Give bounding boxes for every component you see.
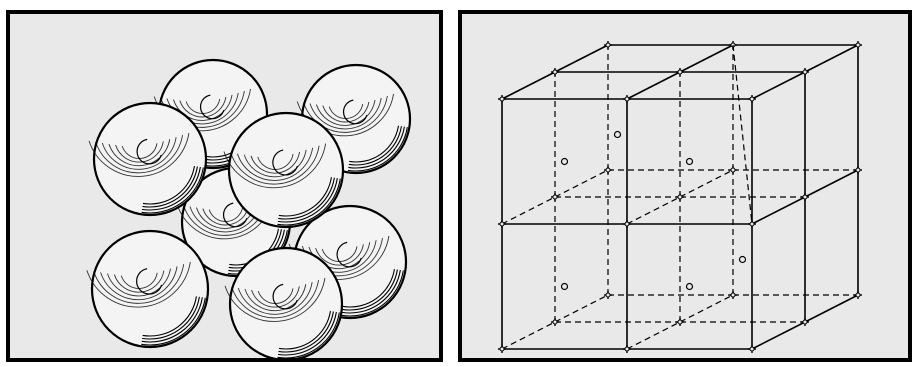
lattice-node — [854, 166, 862, 174]
lattice-node — [498, 220, 506, 228]
sphere-front-left-bottom — [87, 231, 208, 347]
lattice-edge — [555, 295, 608, 322]
lattice-edge — [502, 72, 555, 99]
lattice-node — [551, 318, 559, 326]
cubic-lattice-panel — [458, 10, 912, 362]
lattice-edge — [627, 197, 680, 224]
lattice-node — [801, 193, 809, 201]
lattice-node — [604, 166, 612, 174]
lattice-edge — [627, 322, 680, 349]
face-centre-atom — [615, 132, 621, 138]
lattice-node — [676, 193, 684, 201]
lattice-node — [801, 318, 809, 326]
face-centre-atom — [562, 159, 568, 165]
lattice-node — [748, 95, 756, 103]
sphere-front-left-top — [89, 103, 206, 215]
lattice-node — [729, 291, 737, 299]
lattice-edge — [555, 170, 608, 197]
lattice-edge — [680, 45, 733, 72]
face-centre-atom — [687, 159, 693, 165]
lattice-node — [604, 291, 612, 299]
lattice-node — [551, 68, 559, 76]
lattice-node — [623, 220, 631, 228]
face-centre-atom — [562, 284, 568, 290]
lattice-node — [729, 166, 737, 174]
lattice-edge — [680, 295, 733, 322]
lattice-edge — [502, 197, 555, 224]
lattice-node — [498, 95, 506, 103]
lattice-edge — [805, 170, 858, 197]
cubic-lattice-drawing — [462, 14, 908, 358]
lattice-node — [498, 345, 506, 353]
lattice-edge — [627, 72, 680, 99]
lattice-node — [801, 68, 809, 76]
lattice-edge — [680, 170, 733, 197]
lattice-node — [676, 68, 684, 76]
lattice-edge — [805, 295, 858, 322]
lattice-edge — [752, 72, 805, 99]
sphere-packing-drawing — [10, 14, 439, 358]
sphere-packing-panel — [6, 10, 443, 362]
lattice-node — [604, 41, 612, 49]
lattice-node — [551, 193, 559, 201]
lattice-node — [854, 291, 862, 299]
lattice-edge — [805, 45, 858, 72]
lattice-node — [623, 95, 631, 103]
lattice-node — [854, 41, 862, 49]
lattice-node — [748, 345, 756, 353]
lattice-edge — [502, 322, 555, 349]
face-centre-atom — [740, 257, 746, 263]
face-centre-atom — [687, 284, 693, 290]
lattice-edge — [752, 322, 805, 349]
lattice-node — [623, 345, 631, 353]
lattice-edge — [752, 197, 805, 224]
lattice-node — [676, 318, 684, 326]
lattice-edge — [555, 45, 608, 72]
